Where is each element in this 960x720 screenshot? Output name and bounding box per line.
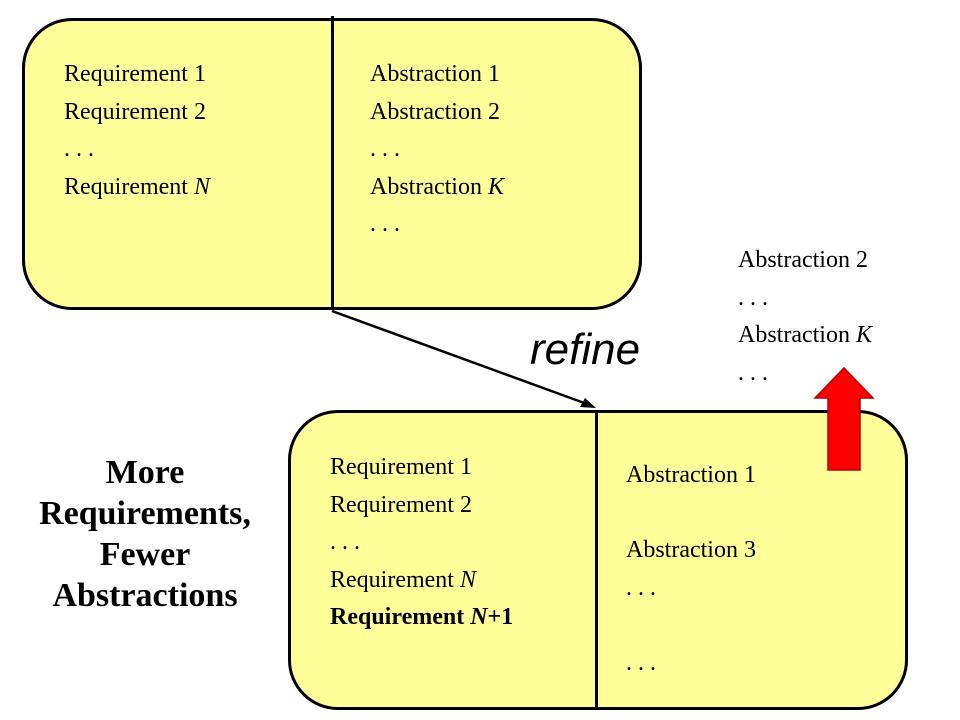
side-caption-line-3: Fewer xyxy=(99,536,191,573)
bottom-requirement-2: Requirement 2 xyxy=(330,491,472,518)
top-requirement-n: Requirement N xyxy=(64,173,210,200)
top-box-divider xyxy=(331,16,334,310)
top-abstraction-ellipsis-2: . . . xyxy=(370,211,400,237)
refine-label: refine xyxy=(530,325,641,374)
top-box-abstractions: Abstraction 1 Abstraction 2 . . . Abstra… xyxy=(370,56,504,244)
bottom-abstraction-1: Abstraction 1 xyxy=(626,462,756,488)
bottom-requirement-ellipsis: . . . xyxy=(330,529,360,555)
top-abstraction-1: Abstraction 1 xyxy=(370,61,500,87)
bottom-abstraction-ellipsis-2: . . . xyxy=(626,649,656,676)
bottom-abstraction-3: Abstraction 3 xyxy=(626,537,756,563)
bottom-requirement-n: Requirement N xyxy=(330,566,476,593)
removed-ellipsis: . . . xyxy=(738,284,768,311)
bottom-box xyxy=(288,410,908,710)
bottom-box-abstractions: Abstraction 1 Abstraction 3 . . . . . . xyxy=(626,457,756,682)
bottom-abstraction-ellipsis: . . . xyxy=(626,574,656,601)
removed-ellipsis-2: . . . xyxy=(738,359,768,386)
side-caption-line-2: Requirements, xyxy=(39,495,251,532)
arrow-up-icon xyxy=(813,366,875,471)
arrow-diagonal-icon xyxy=(331,309,596,408)
bottom-box-divider xyxy=(595,410,598,710)
top-abstraction-2: Abstraction 2 xyxy=(370,98,500,125)
removed-abstractions: Abstraction 2 . . . Abstraction K . . . xyxy=(738,242,872,392)
top-abstraction-k: Abstraction K xyxy=(370,173,504,200)
bottom-requirement-1: Requirement 1 xyxy=(330,454,472,480)
top-requirement-2: Requirement 2 xyxy=(64,98,206,125)
top-abstraction-ellipsis: . . . xyxy=(370,136,400,162)
removed-abstraction-2: Abstraction 2 xyxy=(738,247,868,273)
bottom-box-requirements: Requirement 1 Requirement 2 . . . Requir… xyxy=(330,449,513,637)
side-caption-line-1: More xyxy=(105,454,185,491)
top-requirement-1: Requirement 1 xyxy=(64,61,206,87)
bottom-requirement-n-plus-1: Requirement N+1 xyxy=(330,604,514,630)
side-caption: More Requirements, Fewer Abstractions xyxy=(0,452,290,616)
removed-abstraction-k: Abstraction K xyxy=(738,322,872,348)
top-box-requirements: Requirement 1 Requirement 2 . . . Requir… xyxy=(64,56,210,206)
side-caption-line-4: Abstractions xyxy=(52,577,238,614)
top-requirement-ellipsis: . . . xyxy=(64,136,94,162)
